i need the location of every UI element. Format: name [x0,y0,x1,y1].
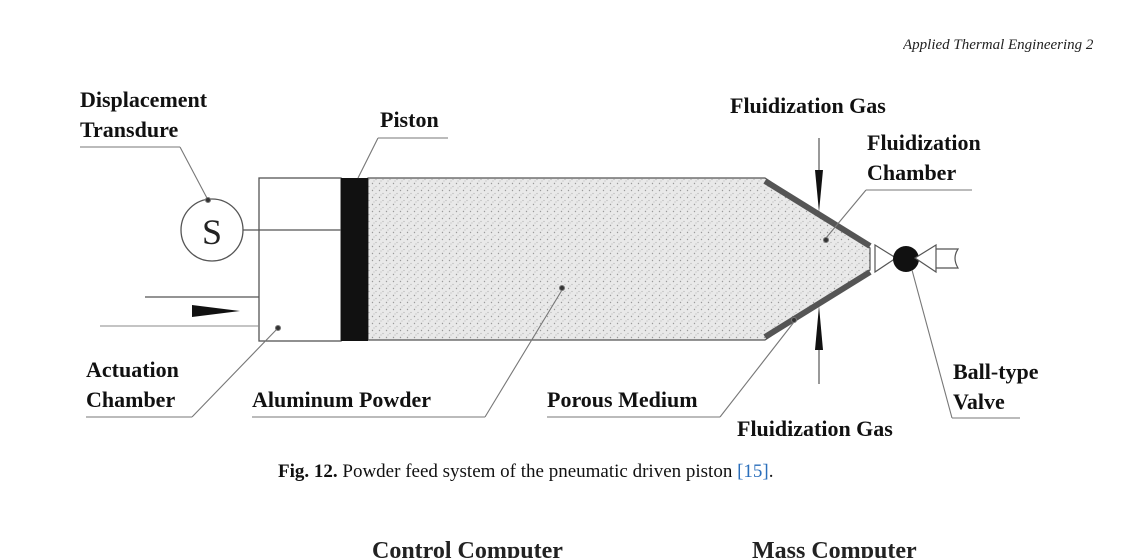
outlet-pipe [936,248,960,269]
label-displacement: Displacement [80,87,208,112]
leader-lines [80,137,1020,419]
actuation-chamber [258,177,342,342]
label-porous-medium: Porous Medium [547,387,698,412]
figure-number: Fig. 12. [278,461,338,482]
powder-feed-diagram: S Displacement Transdure Piston Fluidiza… [80,87,1039,440]
label-actuation-1: Actuation [86,357,179,382]
valve-ball [893,246,919,272]
figure-caption: Fig. 12. Powder feed system of the pneum… [278,461,878,483]
sensor-symbol: S [202,212,222,252]
label-fluidization-chamber-2: Chamber [867,160,956,185]
label-fluidization-chamber-1: Fluidization [867,130,981,155]
label-aluminum-powder: Aluminum Powder [252,387,431,412]
next-figure-right-title: Mass Computer [752,538,917,558]
fluid-gas-arrow-top [815,170,823,212]
inlet-arrow [192,305,240,317]
porous-medium-lower [763,269,872,340]
next-figure-left-title: Control Computer [372,538,563,558]
label-fluidization-gas-top: Fluidization Gas [730,93,886,118]
journal-header: Applied Thermal Engineering 2 [903,37,1094,53]
citation-link[interactable]: [15] [737,461,769,482]
label-fluidization-gas-bottom: Fluidization Gas [737,416,893,440]
caption-end: . [768,461,774,482]
label-piston: Piston [380,107,439,132]
valve-left [874,243,898,274]
label-ball-valve-1: Ball-type [953,359,1039,384]
label-transducer: Transdure [80,117,178,142]
label-actuation-2: Chamber [86,387,175,412]
fluid-gas-arrow-bottom [815,306,823,350]
caption-text: Powder feed system of the pneumatic driv… [342,461,733,482]
porous-medium-upper [763,178,872,249]
valve-right [913,243,937,274]
label-ball-valve-2: Valve [953,389,1005,414]
piston [341,178,368,341]
